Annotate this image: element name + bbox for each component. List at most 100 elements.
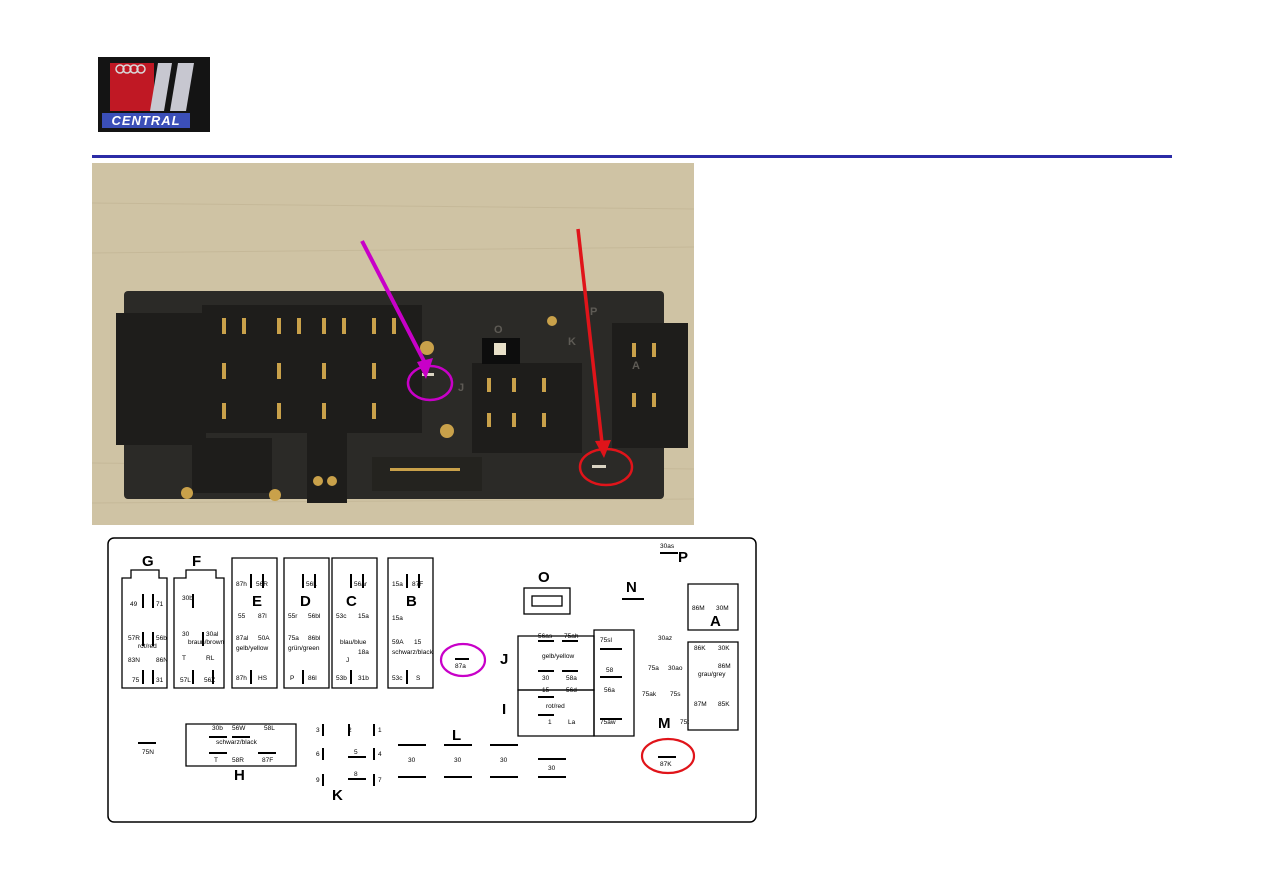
label-a-86m-2: 86M [718,663,731,670]
relay-panel-diagram: G F E D C B O N P A J I M H K L 49 71 57… [92,530,758,832]
label-c-j: J [346,657,349,664]
label-a-30m: 30M [716,605,729,612]
label-f-56z: 56Z [204,677,215,684]
label-i-la: La [568,719,576,726]
label-a-30az: 30az [658,635,672,642]
label-e-55: 55 [238,613,246,620]
label-k-9: 9 [316,777,320,784]
label-g-57r: 57R [128,635,140,642]
label-c-56ar: 56ar [354,581,368,588]
label-f-brown: braun/brown [188,639,225,646]
highlight-87k: 87K [640,737,696,775]
highlight-87a: 87a [439,642,487,678]
label-l-30-3: 30 [500,757,508,764]
label-75n: 75N [142,749,154,756]
label-d-86bl: 86bl [308,635,321,642]
label-k-2: 2 [348,727,352,734]
label-87a: 87a [455,663,466,670]
relay-letter-e: E [252,593,262,610]
relay-letter-i: I [502,701,506,718]
label-h-87f: 87F [262,757,273,764]
logo-text: CENTRAL [102,113,190,128]
relay-letter-p: P [678,549,688,566]
relay-panel-photo: O K J P A [92,163,694,525]
label-f-30b: 30b [182,595,193,602]
label-d-86l: 86l [308,675,317,682]
label-b-87f: 87F [412,581,423,588]
label-j-58a: 58a [566,675,577,682]
label-g-86n: 86N [156,657,168,664]
label-d-p: P [290,675,294,682]
label-c-53c: 53c [336,613,347,620]
label-e-hs: HS [258,675,268,682]
relay-letter-n: N [626,579,637,596]
label-f-30: 30 [182,631,190,638]
relay-letter-m: M [658,715,671,732]
label-h-t: T [214,757,218,764]
label-g-75: 75 [132,677,140,684]
label-d-green: grün/green [288,645,320,652]
label-e-87l: 87l [258,613,267,620]
label-e-87h-2: 87h [236,675,247,682]
label-g-83n: 83N [128,657,140,664]
label-f-t: T [182,655,186,662]
label-f-30al: 30al [206,631,219,638]
label-k-1: 1 [378,727,382,734]
label-87k: 87K [660,761,672,768]
label-g-71: 71 [156,601,164,608]
label-k-7: 7 [378,777,382,784]
purple-arrow [360,240,428,366]
label-c-18a: 18a [358,649,369,656]
relay-letter-o: O [538,569,550,586]
label-i-75aw: 75aw [600,719,616,726]
logo-graphic [110,63,194,111]
diagram-frame [107,537,757,823]
label-i-56d: 56d [566,687,577,694]
label-a-30k: 30K [718,645,730,652]
label-b-15: 15 [414,639,422,646]
red-circle [578,447,634,487]
relay-letter-f: F [192,553,201,570]
label-j-30: 30 [542,675,550,682]
label-j-yellow: gelb/yellow [542,653,574,660]
label-e-87al: 87al [236,635,249,642]
label-f-57l: 57L [180,677,191,684]
relay-letter-b: B [406,593,417,610]
label-e-50a: 50A [258,635,270,642]
label-e-56r: 56R [256,581,268,588]
relay-letter-l: L [452,727,461,744]
label-j-75ah: 75ah [564,633,579,640]
photo-letter-a: A [632,360,640,372]
label-k-6: 6 [316,751,320,758]
label-75a: 75a [648,665,659,672]
label-g-31: 31 [156,677,164,684]
label-l-30-2: 30 [454,757,462,764]
label-b-15a-2: 15a [392,615,403,622]
label-d-56bl: 56bl [308,613,321,620]
label-a-86k: 86K [694,645,706,652]
label-75s: 75s [670,691,681,698]
label-d-75a: 75a [288,635,299,642]
label-k-8: 8 [354,771,358,778]
label-g-49: 49 [130,601,138,608]
label-a-85k: 85K [718,701,730,708]
red-arrow [576,228,604,444]
label-l-30-4: 30 [548,765,556,772]
label-30ao: 30ao [668,665,683,672]
label-e-yellow: gelb/yellow [236,645,268,652]
label-c-53b: 53b [336,675,347,682]
purple-circle [406,364,454,402]
label-k-4: 4 [378,751,382,758]
label-k-5: 5 [354,749,358,756]
label-e-87h: 87h [236,581,247,588]
label-h-56w: 56W [232,725,246,732]
label-g-56b: 56b [156,635,167,642]
label-h-58l: 58L [264,725,275,732]
label-b-53c: 53c [392,675,403,682]
label-a-grey: grau/grey [698,671,726,678]
label-j-56as: 56as [538,633,553,640]
label-a-30as: 30as [660,543,675,550]
label-75ak: 75ak [642,691,657,698]
header-rule [92,155,1172,158]
label-75t: 75t [680,719,689,726]
